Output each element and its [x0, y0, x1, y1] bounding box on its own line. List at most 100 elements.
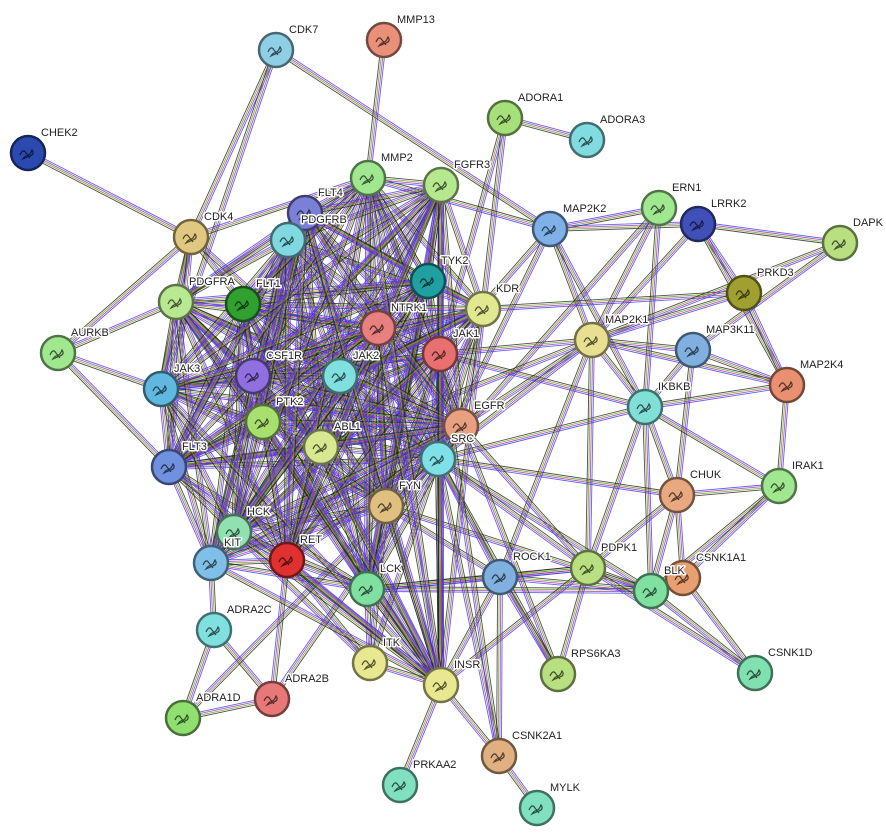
node-circle[interactable] [365, 21, 403, 59]
node-circle[interactable] [409, 262, 447, 300]
node-cdk4[interactable]: CDK4 [172, 210, 235, 256]
node-circle[interactable] [422, 666, 460, 704]
node-adra1d[interactable]: ADRA1D [164, 691, 242, 737]
node-circle[interactable] [164, 699, 202, 737]
node-blk[interactable]: BLK [632, 564, 687, 610]
node-pdgfrb[interactable]: PDGFRB [269, 213, 348, 259]
node-kit[interactable]: KIT [192, 536, 243, 582]
node-circle[interactable] [480, 737, 518, 775]
node-circle[interactable] [486, 99, 524, 137]
node-circle[interactable] [539, 655, 577, 693]
node-flt4[interactable]: FLT4 [286, 186, 344, 232]
node-circle[interactable] [234, 357, 272, 395]
node-circle[interactable] [302, 428, 340, 466]
node-rps6ka3[interactable]: RPS6KA3 [539, 647, 622, 693]
node-abl1[interactable]: ABL1 [302, 420, 362, 466]
node-pdgfra[interactable]: PDGFRA [157, 275, 237, 321]
node-jak3[interactable]: JAK3 [142, 362, 202, 408]
node-circle[interactable] [674, 331, 712, 369]
node-circle[interactable] [348, 570, 386, 608]
node-circle[interactable] [760, 467, 798, 505]
node-csf1r[interactable]: CSF1R [234, 349, 304, 395]
node-circle[interactable] [9, 134, 47, 172]
node-circle[interactable] [244, 403, 282, 441]
node-circle[interactable] [359, 309, 397, 347]
node-circle[interactable] [195, 611, 233, 649]
node-pdpk1[interactable]: PDPK1 [569, 541, 639, 587]
node-circle[interactable] [626, 388, 664, 426]
node-circle[interactable] [568, 121, 606, 159]
node-circle[interactable] [531, 210, 569, 248]
node-map2k1[interactable]: MAP2K1 [573, 313, 650, 359]
node-csnk1d[interactable]: CSNK1D [736, 646, 814, 692]
node-circle[interactable] [367, 487, 405, 525]
node-circle[interactable] [351, 644, 389, 682]
node-circle[interactable] [464, 290, 502, 328]
node-circle[interactable] [442, 407, 480, 445]
node-circle[interactable] [192, 544, 230, 582]
node-csnk2a1[interactable]: CSNK2A1 [480, 729, 564, 775]
node-circle[interactable] [632, 572, 670, 610]
node-circle[interactable] [664, 559, 702, 597]
node-circle[interactable] [321, 357, 359, 395]
node-circle[interactable] [569, 549, 607, 587]
node-circle[interactable] [253, 680, 291, 718]
node-kdr[interactable]: KDR [464, 282, 521, 328]
node-chek2[interactable]: CHEK2 [9, 126, 79, 172]
node-circle[interactable] [215, 513, 253, 551]
node-lrrk2[interactable]: LRRK2 [679, 197, 748, 243]
node-circle[interactable] [349, 159, 387, 197]
node-circle[interactable] [419, 440, 457, 478]
node-mmp13[interactable]: MMP13 [365, 13, 436, 59]
node-ret[interactable]: RET [268, 533, 324, 579]
node-csnk1a1[interactable]: CSNK1A1 [664, 551, 748, 597]
node-mylk[interactable]: MYLK [518, 781, 582, 827]
node-circle[interactable] [150, 448, 188, 486]
node-tyk2[interactable]: TYK2 [409, 254, 470, 300]
node-map2k4[interactable]: MAP2K4 [768, 358, 845, 404]
node-map3k11[interactable]: MAP3K11 [674, 323, 756, 369]
node-circle[interactable] [172, 218, 210, 256]
node-circle[interactable] [725, 274, 763, 312]
node-adora3[interactable]: ADORA3 [568, 113, 647, 159]
node-circle[interactable] [39, 334, 77, 372]
node-chuk[interactable]: CHUK [658, 468, 723, 514]
node-hck[interactable]: HCK [215, 505, 272, 551]
node-fgfr3[interactable]: FGFR3 [422, 158, 492, 204]
node-src[interactable]: SRC [419, 432, 476, 478]
node-irak1[interactable]: IRAK1 [760, 459, 825, 505]
node-circle[interactable] [381, 766, 419, 804]
node-mmp2[interactable]: MMP2 [349, 151, 414, 197]
node-circle[interactable] [286, 194, 324, 232]
node-adra2c[interactable]: ADRA2C [195, 603, 273, 649]
node-circle[interactable] [658, 476, 696, 514]
node-adra2b[interactable]: ADRA2B [253, 672, 331, 718]
node-insr[interactable]: INSR [422, 658, 482, 704]
node-ikbkb[interactable]: IKBKB [626, 380, 692, 426]
node-flt3[interactable]: FLT3 [150, 440, 208, 486]
node-prkaa2[interactable]: PRKAA2 [381, 758, 458, 804]
node-circle[interactable] [269, 221, 307, 259]
node-circle[interactable] [157, 283, 195, 321]
node-adora1[interactable]: ADORA1 [486, 91, 565, 137]
node-circle[interactable] [518, 789, 556, 827]
node-cdk7[interactable]: CDK7 [257, 23, 320, 69]
node-circle[interactable] [224, 285, 262, 323]
node-circle[interactable] [257, 31, 295, 69]
node-prkd3[interactable]: PRKD3 [725, 266, 795, 312]
node-dapk[interactable]: DAPK [821, 216, 885, 262]
node-aurkb[interactable]: AURKB [39, 326, 110, 372]
node-jak2[interactable]: JAK2 [321, 349, 381, 395]
node-circle[interactable] [736, 654, 774, 692]
node-map2k2[interactable]: MAP2K2 [531, 202, 608, 248]
node-circle[interactable] [142, 370, 180, 408]
node-rock1[interactable]: ROCK1 [481, 550, 552, 596]
node-circle[interactable] [821, 224, 859, 262]
node-circle[interactable] [422, 166, 460, 204]
node-ern1[interactable]: ERN1 [640, 181, 703, 227]
node-circle[interactable] [268, 541, 306, 579]
node-ptk2[interactable]: PTK2 [244, 395, 305, 441]
node-ntrk1[interactable]: NTRK1 [359, 301, 429, 347]
node-circle[interactable] [481, 558, 519, 596]
node-circle[interactable] [768, 366, 806, 404]
